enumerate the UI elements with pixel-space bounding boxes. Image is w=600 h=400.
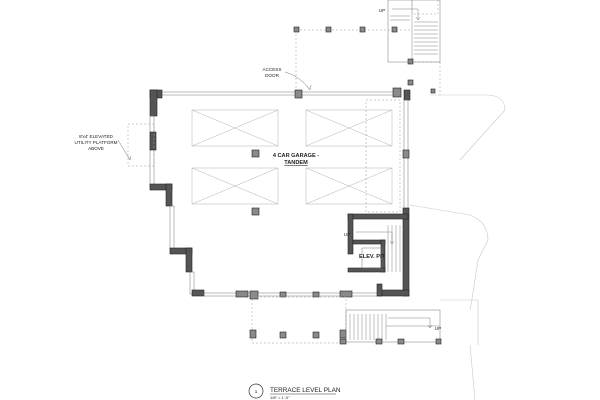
interior-column: [251, 149, 260, 158]
deck-post: [430, 88, 436, 94]
up-label-top: UP: [379, 8, 385, 13]
deck-post: [407, 79, 414, 86]
post: [435, 338, 442, 345]
utility-platform-above: [117, 123, 155, 167]
post: [339, 329, 347, 339]
post: [339, 338, 347, 345]
post: [397, 338, 405, 345]
elevator-pit-label: ELEV. PIT: [359, 254, 385, 260]
site-boundary-lines: [409, 94, 506, 400]
garage-walls: [149, 87, 411, 300]
column: [392, 87, 402, 98]
deck-post: [325, 26, 332, 33]
drawing-title: TERRACE LEVEL PLAN: [270, 387, 341, 394]
upper-stair: [387, 0, 441, 63]
access-door-label-line1: ACCESS: [263, 67, 282, 72]
post: [375, 338, 383, 345]
deck-post: [293, 26, 300, 33]
garage-room-label-line2: TANDEM: [284, 160, 308, 166]
parking-stalls: [191, 99, 401, 213]
deck-post: [391, 26, 398, 33]
drawing-number: 1: [255, 389, 258, 394]
drawing-number-bubble: [248, 383, 264, 399]
elevator-pit-area: [347, 213, 409, 297]
lower-entry-stair: [249, 296, 442, 345]
upper-deck-outline: [293, 26, 441, 95]
column: [249, 290, 259, 300]
post: [249, 329, 257, 339]
column: [312, 291, 320, 298]
column: [279, 291, 287, 298]
access-door-label-line2: DOOR: [265, 73, 279, 78]
post: [279, 331, 287, 339]
access-door-leader: [284, 71, 312, 91]
up-label-stair: UP: [344, 232, 350, 237]
up-label-bottom: UP: [435, 326, 441, 331]
deck-post: [407, 58, 414, 65]
drawing-title-block: 1 TERRACE LEVEL PLAN 1/8" = 1'-0": [248, 383, 341, 400]
deck-post: [359, 26, 366, 33]
utility-platform-label-line1: 8'x4' ELEVATED: [79, 134, 113, 139]
column: [294, 89, 303, 99]
utility-platform-label-line2: UTILITY PLATFORM: [75, 140, 118, 145]
garage-room-label-line1: 4 CAR GARAGE -: [273, 153, 319, 159]
post: [312, 331, 320, 339]
interior-column: [251, 207, 260, 216]
column: [339, 290, 353, 298]
utility-platform-label-line3: ABOVE: [88, 146, 104, 151]
column: [235, 290, 249, 298]
column: [402, 149, 410, 159]
drawing-scale: 1/8" = 1'-0": [270, 395, 290, 400]
